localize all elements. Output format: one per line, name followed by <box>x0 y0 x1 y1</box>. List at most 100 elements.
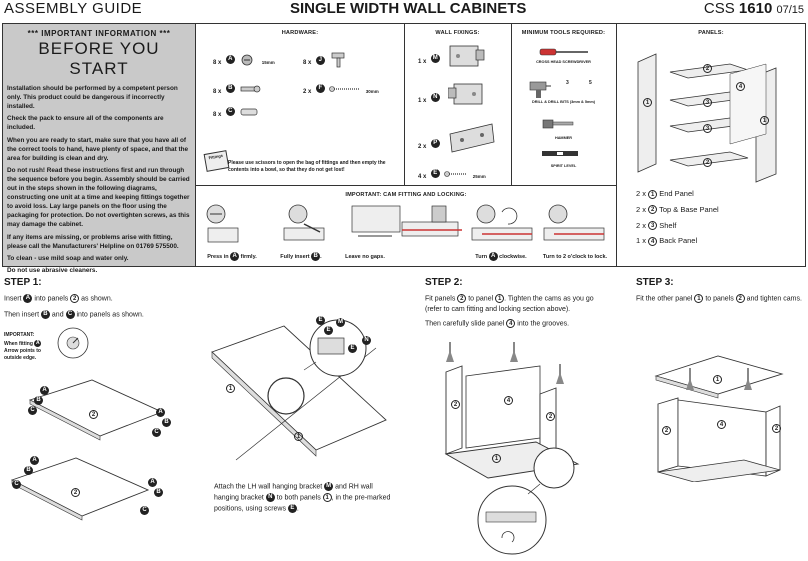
letter-badge: B <box>311 252 321 261</box>
cap-text: firmly. <box>239 253 257 260</box>
hardware-item-c: 8 x C <box>213 103 259 121</box>
tools-title: MINIMUM TOOLS REQUIRED: <box>521 30 606 36</box>
letter-badge: A <box>30 456 39 465</box>
letter-badge: B <box>34 396 43 405</box>
panel-label: 1 <box>643 98 652 107</box>
size-label: 25mm <box>472 174 486 179</box>
divider <box>196 185 616 186</box>
t: Arrow points to <box>4 347 41 354</box>
t: Attach the LH wall hanging bracket <box>214 483 325 491</box>
letter-badge: A <box>34 339 42 347</box>
panel-name: Back Panel <box>659 236 698 246</box>
letter-badge: M <box>430 54 440 64</box>
qty: 2 x <box>418 144 427 150</box>
drill-bit-3: 3 <box>566 80 569 86</box>
t: When fitting <box>4 340 35 347</box>
panel-label: 1 <box>492 454 501 463</box>
letter-badge: C <box>140 506 149 515</box>
letter-badge: M <box>336 318 345 327</box>
panel-label: 2 <box>703 64 712 73</box>
step1-important-note: IMPORTANT: When fitting A Arrow points t… <box>4 332 42 363</box>
panel-list-item: 1 x 4 Back Panel <box>636 233 719 249</box>
panel-label: 4 <box>504 396 513 405</box>
hardware-item-b: 8 x B <box>213 80 261 98</box>
letter-badge: A <box>148 478 157 487</box>
panel-label: 2 <box>703 158 712 167</box>
letter-badge: E <box>430 169 440 179</box>
info-paragraph: Check the pack to ensure all of the comp… <box>7 115 164 132</box>
qty: 2 x <box>636 220 647 230</box>
t: . Tighten the cams as you go <box>504 295 594 303</box>
t: to panels <box>703 295 736 303</box>
qty: 1 x <box>418 59 427 65</box>
panel-list-item: 2 x 2 Top & Base Panel <box>636 202 719 218</box>
step1-title: STEP 1: <box>4 277 42 288</box>
tool-label: SPIRIT LEVEL <box>550 164 577 168</box>
qty: 8 x <box>303 60 312 67</box>
letter-badge: A <box>23 294 33 303</box>
t: Fit panels <box>425 295 458 303</box>
letter-badge: E <box>348 344 357 353</box>
letter-badge: A <box>230 252 240 261</box>
drill-icon <box>529 81 551 98</box>
t: into panels as shown. <box>74 311 144 319</box>
tool-label: CROSS HEAD SCREWDRIVER <box>536 60 591 64</box>
t: Fit the other panel <box>636 295 695 303</box>
t: to panel <box>466 295 496 303</box>
panel-label: 4 <box>717 420 726 429</box>
panels-title: PANELS: <box>698 30 724 36</box>
panel-label: 1 <box>226 384 235 393</box>
guide-title: ASSEMBLY GUIDE <box>4 0 143 17</box>
important-label: IMPORTANT: <box>4 332 35 338</box>
letter-badge: N <box>265 493 275 503</box>
panel-label: 2 <box>71 488 80 497</box>
panel-num: 2 <box>70 294 80 303</box>
cam-caption: Turn to 2 o'clock to lock. <box>542 254 608 260</box>
letter-badge: A <box>225 55 235 65</box>
info-paragraph: Do not rush! Read these instructions fir… <box>7 167 190 229</box>
panel-label: 3 <box>703 98 712 107</box>
info-paragraph: To clean - use mild soap and water only. <box>7 254 129 262</box>
t: Then carefully slide panel <box>425 320 507 328</box>
shelf-pin-icon <box>331 52 345 68</box>
panel-num: 1 <box>495 294 505 303</box>
letter-badge: M <box>324 482 334 491</box>
important-info-box: *** IMPORTANT INFORMATION *** BEFORE YOU… <box>3 24 196 274</box>
step3-title: STEP 3: <box>636 277 674 288</box>
panel-list-item: 2 x 1 End Panel <box>636 186 719 202</box>
cam-lock-icon <box>241 54 253 66</box>
hammer-icon <box>542 119 574 129</box>
letter-badge: B <box>225 84 235 94</box>
t: positions, using screws <box>214 505 288 513</box>
panel-num: 1 <box>322 493 332 503</box>
size-label: 15mm <box>261 60 275 65</box>
letter-badge: N <box>362 336 371 345</box>
divider <box>511 24 512 185</box>
rh-bracket-icon <box>448 83 483 105</box>
qty: 2 x <box>636 189 647 198</box>
step2-diagram <box>444 342 580 555</box>
letter-badge: B <box>24 466 33 475</box>
drill-bit-5: 5 <box>589 80 592 86</box>
cam-caption: Press in A firmly. <box>202 252 262 261</box>
dowel-icon <box>240 108 258 116</box>
product-code: CSS 1610 07/15 <box>704 0 804 17</box>
before-you-start-heading: BEFORE YOU START <box>38 39 160 78</box>
wall-fixings-title: WALL FIXINGS: <box>435 30 480 36</box>
panel-label: 1 <box>760 116 769 125</box>
panels-exploded-diagram <box>637 53 777 183</box>
step1-panel-diagram <box>10 379 164 521</box>
panel-name: Shelf <box>659 220 677 230</box>
cam-bolt-icon <box>240 85 261 93</box>
letter-badge: B <box>154 488 163 497</box>
hardware-item-a: 8 x A 15mm <box>213 51 275 69</box>
wall-fixing-n: 1 x N <box>418 89 440 107</box>
screwdriver-icon <box>539 48 588 56</box>
letter-badge: B <box>162 418 171 427</box>
hardware-note: Please use scissors to open the bag of f… <box>228 160 386 173</box>
panel-label: 1 <box>713 375 722 384</box>
step2-text: Fit panels 2 to panel 1. Tighten the cam… <box>425 294 621 330</box>
t: Then insert <box>4 311 41 319</box>
t: Insert <box>4 295 24 303</box>
letter-badge: P <box>430 139 440 149</box>
